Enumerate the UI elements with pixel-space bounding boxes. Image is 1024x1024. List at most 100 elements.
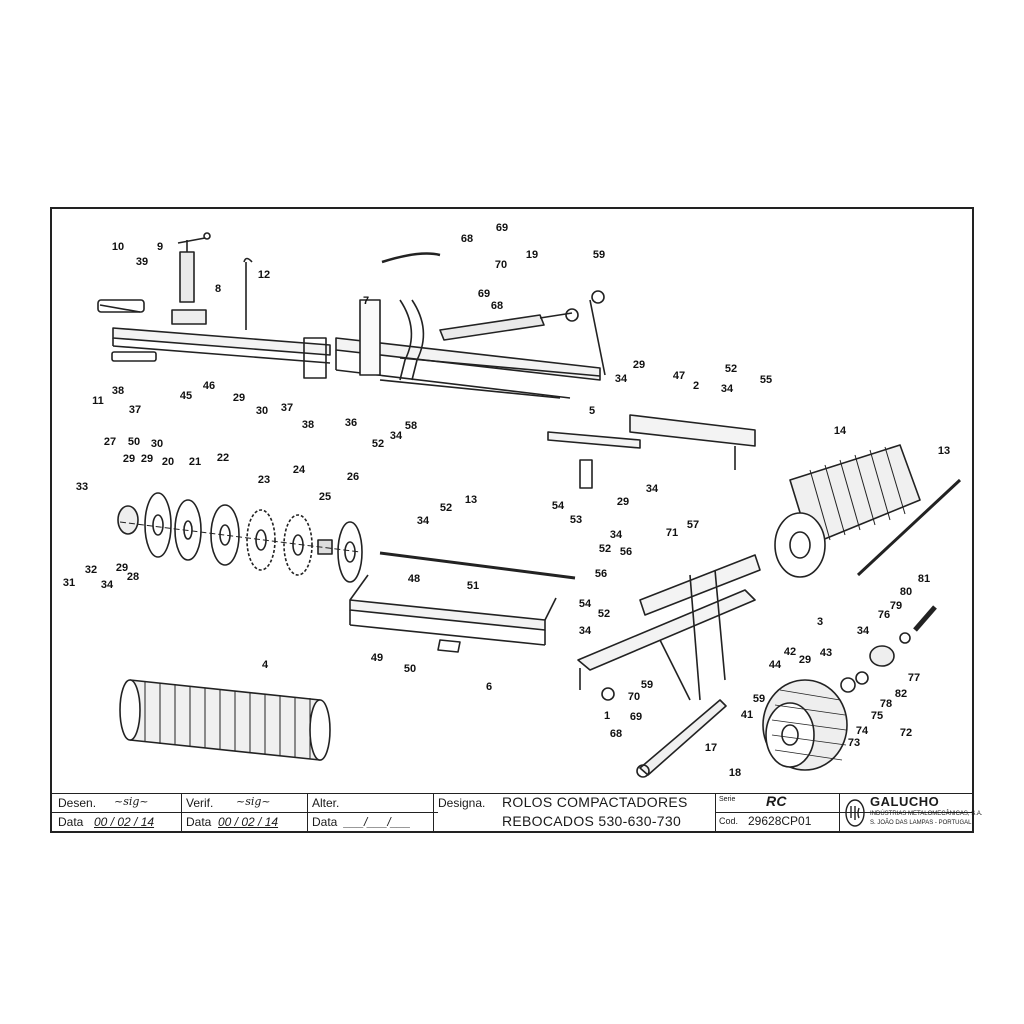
verif-cell: Verif. ~sig~ Data 00 / 02 / 14 <box>182 794 308 832</box>
part-callout: 50 <box>128 436 140 448</box>
verif-signature: ~sig~ <box>236 795 271 808</box>
part-callout: 52 <box>372 438 384 450</box>
roller-rings-group <box>117 492 363 583</box>
center-frame-part <box>577 554 761 701</box>
part-callout: 68 <box>461 233 473 245</box>
part-callout: 71 <box>666 527 678 539</box>
part-callout: 77 <box>908 672 920 684</box>
designa-label: Designa. <box>438 796 486 810</box>
part-callout: 6 <box>486 681 492 693</box>
drawing-border <box>50 207 974 833</box>
part-callout: 59 <box>593 249 605 261</box>
part-callout: 26 <box>347 471 359 483</box>
hydraulic-cylinder-part <box>381 252 579 341</box>
part-callout: 52 <box>440 502 452 514</box>
part-callout: 48 <box>408 573 420 585</box>
part-callout: 27 <box>104 436 116 448</box>
part-callout: 34 <box>646 483 659 495</box>
designation-line2: REBOCADOS 530-630-730 <box>502 813 682 829</box>
verif-label: Verif. <box>186 796 214 810</box>
part-callout: 56 <box>595 568 607 580</box>
part-callout: 58 <box>405 420 417 432</box>
part-callout: 46 <box>203 380 215 392</box>
part-callout: 73 <box>848 737 860 749</box>
part-callout: 24 <box>293 464 306 476</box>
part-callout: 29 <box>123 453 135 465</box>
part-callout: 56 <box>620 546 632 558</box>
cod-label: Cod. <box>719 816 739 826</box>
part-callout: 78 <box>880 698 892 710</box>
desen-signature: ~sig~ <box>114 795 149 808</box>
code-cell: Serie RC Cod. 29628CP01 <box>716 793 840 832</box>
alter-cell: Alter. Data ___/___/___ <box>308 794 434 832</box>
tongue-part <box>636 699 727 778</box>
part-callout: 13 <box>465 494 477 506</box>
part-callout: 18 <box>729 767 741 779</box>
company-loc: S. JOÃO DAS LAMPAS - PORTUGAL <box>870 820 972 826</box>
serie-label: Serie <box>719 796 736 803</box>
part-callout: 39 <box>136 256 148 268</box>
part-callout: 29 <box>116 562 128 574</box>
data-label-2: Data <box>186 815 212 829</box>
part-callout: 21 <box>189 456 201 468</box>
part-callout: 7 <box>363 295 369 307</box>
part-callout: 13 <box>938 445 950 457</box>
data-label-3: Data <box>312 815 338 829</box>
part-callout: 29 <box>617 496 629 508</box>
part-callout: 57 <box>687 519 699 531</box>
part-callout: 59 <box>753 693 765 705</box>
part-callout: 68 <box>491 300 503 312</box>
part-callout: 54 <box>579 598 592 610</box>
part-callout: 34 <box>417 515 430 527</box>
part-callout: 79 <box>890 600 902 612</box>
company-cell: GALUCHO INDÚSTRIAS METALOMECÂNICAS, S.A.… <box>840 794 983 832</box>
roller-bottom-part <box>119 679 331 761</box>
part-callout: 10 <box>112 241 124 253</box>
part-callout: 30 <box>256 405 268 417</box>
part-callout: 34 <box>610 529 623 541</box>
part-callout: 34 <box>579 625 592 637</box>
part-callout: 17 <box>705 742 717 754</box>
company-sub: INDÚSTRIAS METALOMECÂNICAS, S.A. <box>870 811 983 817</box>
roller-top-part <box>774 444 921 578</box>
drawbar-part <box>97 299 331 379</box>
part-callout: 75 <box>871 710 883 722</box>
part-callout: 70 <box>495 259 507 271</box>
part-callout: 54 <box>552 500 565 512</box>
part-callout: 41 <box>741 709 753 721</box>
title-block-divider <box>52 812 438 813</box>
part-callout: 34 <box>857 625 870 637</box>
data-label-1: Data <box>58 815 84 829</box>
date-3: ___/___/___ <box>344 815 411 829</box>
rear-frame-part <box>547 414 756 489</box>
part-callout: 59 <box>641 679 653 691</box>
part-callout: 12 <box>258 269 270 281</box>
part-callout: 51 <box>467 580 479 592</box>
part-callout: 49 <box>371 652 383 664</box>
jack-stand-part <box>177 232 211 303</box>
part-callout: 14 <box>834 425 847 437</box>
desen-cell: Desen. ~sig~ Data 00 / 02 / 14 <box>52 794 182 832</box>
part-callout: 22 <box>217 452 229 464</box>
serie-value: RC <box>766 793 787 809</box>
hub-parts-group <box>840 605 937 693</box>
part-callout: 69 <box>630 711 642 723</box>
part-callout: 53 <box>570 514 582 526</box>
part-callout: 29 <box>141 453 153 465</box>
part-callout: 34 <box>721 383 734 395</box>
part-callout: 34 <box>101 579 114 591</box>
part-callout: 52 <box>598 608 610 620</box>
part-callout: 76 <box>878 609 890 621</box>
part-callout: 36 <box>345 417 357 429</box>
part-callout: 38 <box>112 385 124 397</box>
part-callout: 37 <box>129 404 141 416</box>
part-callout: 52 <box>599 543 611 555</box>
part-callout: 74 <box>856 725 869 737</box>
date-1: 00 / 02 / 14 <box>94 815 155 829</box>
part-callout: 55 <box>760 374 772 386</box>
part-callout: 8 <box>215 283 221 295</box>
part-callout: 34 <box>615 373 628 385</box>
part-callout: 37 <box>281 402 293 414</box>
designation-line1: ROLOS COMPACTADORES <box>502 794 688 810</box>
